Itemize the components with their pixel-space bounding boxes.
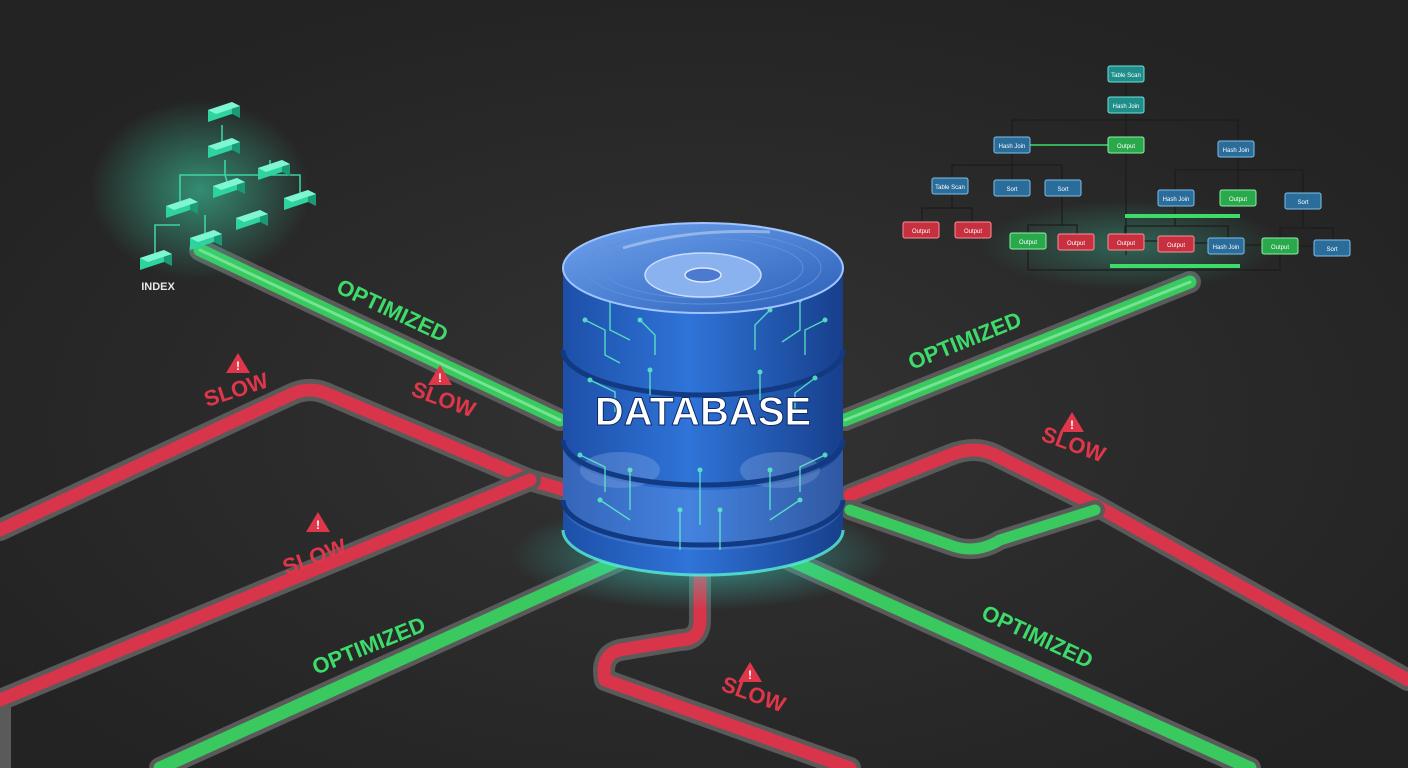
plan-node-label: Output: [1117, 144, 1135, 150]
plan-node: Table Scan: [1107, 65, 1145, 83]
plan-node: Hash Join: [1157, 189, 1195, 207]
plan-node-label: Hash Join: [1113, 104, 1140, 110]
plan-node-label: Sort: [1006, 187, 1017, 193]
plan-node-label: Output: [1067, 241, 1085, 247]
optimized-pipe-plan: [834, 271, 1201, 431]
index-node: [258, 160, 290, 180]
plan-node-label: Hash Join: [1163, 197, 1190, 203]
plan-node-label: Table Scan: [1111, 73, 1141, 79]
optimized-pipe-lower-right: [779, 549, 1261, 768]
plan-node-label: Sort: [1326, 247, 1337, 253]
index-tree: INDEX: [90, 100, 316, 293]
plan-node: Output: [1219, 189, 1257, 207]
plan-node: Table Scan: [931, 177, 969, 195]
plan-node-label: Hash Join: [1213, 245, 1240, 251]
plan-node: Sort: [1284, 192, 1322, 210]
plan-node-label: Output: [912, 229, 930, 235]
svg-text:!: !: [236, 359, 240, 373]
index-node: [208, 102, 240, 122]
plan-node: Sort: [1313, 239, 1351, 257]
index-node: [284, 190, 316, 210]
plan-node-label: Output: [1117, 241, 1135, 247]
warning-icon: !: [226, 353, 250, 373]
plan-node: Output: [1009, 232, 1047, 250]
svg-text:!: !: [748, 668, 752, 682]
slow-pipe-bottom: [593, 564, 861, 768]
optimized-pipe-index: [189, 239, 571, 431]
pipe-network: [0, 239, 1408, 768]
plan-node: Output: [1107, 136, 1145, 154]
database-label: DATABASE: [595, 390, 811, 434]
plan-node: Hash Join: [1107, 96, 1145, 114]
plan-node: Output: [1157, 235, 1195, 253]
slow-pipe-right-loop: [839, 439, 1408, 691]
plan-node-label: Table Scan: [935, 185, 965, 191]
warning-icon: !: [1060, 412, 1084, 432]
plan-node: Hash Join: [993, 136, 1031, 154]
plan-node-label: Sort: [1057, 187, 1068, 193]
slow-pipe-left-loop: [0, 379, 576, 768]
warning-icon: !: [306, 512, 330, 532]
index-node: [190, 230, 222, 250]
svg-text:!: !: [438, 371, 442, 385]
plan-node: Output: [1107, 233, 1145, 251]
index-node: [166, 198, 198, 218]
plan-node-label: Output: [964, 229, 982, 235]
plan-node: Hash Join: [1207, 237, 1245, 255]
optimized-pipe-lower-left: [149, 549, 631, 768]
index-node: [213, 178, 245, 198]
index-label: INDEX: [141, 281, 175, 293]
plan-node: Output: [902, 221, 940, 239]
plan-node-label: Output: [1167, 243, 1185, 249]
plan-node: Output: [1261, 237, 1299, 255]
plan-node-label: Output: [1271, 245, 1289, 251]
plan-node: Sort: [1044, 179, 1082, 197]
plan-node-label: Output: [1019, 240, 1037, 246]
svg-text:!: !: [1070, 418, 1074, 432]
plan-node: Output: [1057, 233, 1095, 251]
svg-text:!: !: [316, 518, 320, 532]
index-node: [140, 250, 172, 270]
plan-node-label: Hash Join: [999, 144, 1026, 150]
plan-node-label: Sort: [1297, 200, 1308, 206]
database-cylinder: DATABASE: [510, 222, 890, 610]
plan-node: Sort: [993, 179, 1031, 197]
warning-icon: !: [428, 365, 452, 385]
plan-node-label: Output: [1229, 197, 1247, 203]
plan-node: Output: [954, 221, 992, 239]
plan-node-label: Hash Join: [1223, 148, 1250, 154]
plan-node: Hash Join: [1217, 140, 1255, 158]
index-node: [208, 138, 240, 158]
warning-icon: !: [738, 662, 762, 682]
index-node: [236, 210, 268, 230]
